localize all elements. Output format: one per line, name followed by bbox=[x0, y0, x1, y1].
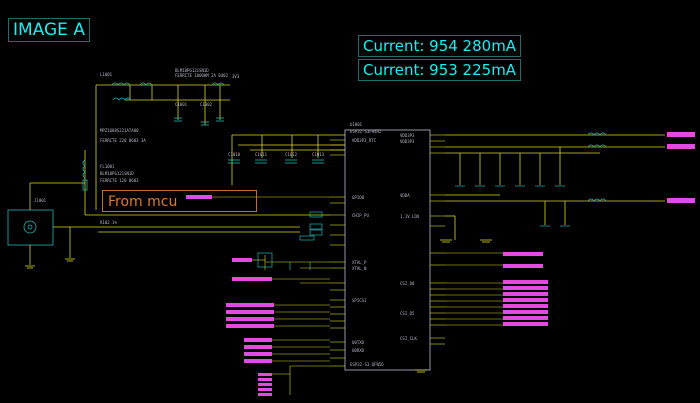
svg-text:C1001: C1001 bbox=[175, 102, 188, 107]
decoupling-caps-top bbox=[228, 159, 324, 164]
svg-text:XTAL_N: XTAL_N bbox=[352, 266, 367, 271]
ic-pins-right bbox=[430, 134, 445, 345]
right-supply bbox=[445, 134, 665, 240]
connector-wires bbox=[29, 214, 330, 265]
svg-text:CSI_CLK: CSI_CLK bbox=[400, 336, 417, 341]
gpio-wires-right bbox=[445, 252, 503, 326]
svg-text:U0TXD: U0TXD bbox=[352, 340, 365, 345]
inductors-top-left bbox=[82, 82, 225, 191]
ic-pin-labels: VDD3P3_RTC GPIO0 CHIP_PU XTAL_P XTAL_N S… bbox=[352, 133, 420, 353]
svg-text:BLM18PG121SN1D: BLM18PG121SN1D bbox=[100, 171, 134, 176]
current-reading-1: Current: 954 280mA bbox=[358, 35, 522, 57]
current-reading-2: Current: 953 225mA bbox=[358, 59, 522, 81]
svg-text:1.1V LDO: 1.1V LDO bbox=[400, 214, 420, 219]
net-labels-right bbox=[503, 132, 695, 326]
svg-text:FERRITE 220 0603 3A: FERRITE 220 0603 3A bbox=[100, 138, 146, 143]
svg-text:CSI_D0: CSI_D0 bbox=[400, 281, 415, 286]
usb-connector bbox=[7, 209, 54, 246]
svg-text:ESP32-S3 QFN56: ESP32-S3 QFN56 bbox=[350, 362, 384, 367]
svg-text:GPIO0: GPIO0 bbox=[352, 195, 365, 200]
svg-text:U1001: U1001 bbox=[350, 122, 363, 127]
svg-text:FERRITE 120 0603: FERRITE 120 0603 bbox=[100, 178, 139, 183]
svg-text:C1010: C1010 bbox=[228, 152, 241, 157]
crystal-area bbox=[257, 252, 311, 270]
svg-text:C1002: C1002 bbox=[200, 102, 213, 107]
svg-text:VDDA: VDDA bbox=[400, 193, 410, 198]
svg-text:FL1001: FL1001 bbox=[100, 164, 115, 169]
svg-text:VDD3P3_RTC: VDD3P3_RTC bbox=[352, 138, 377, 143]
svg-text:C1013: C1013 bbox=[312, 152, 325, 157]
series-resistors bbox=[299, 211, 323, 241]
right-caps bbox=[455, 185, 570, 227]
svg-text:VDD3P3: VDD3P3 bbox=[400, 139, 415, 144]
svg-text:L1001: L1001 bbox=[100, 72, 113, 77]
test-point-labels bbox=[258, 373, 272, 396]
caps-top-left bbox=[174, 117, 224, 126]
r-ref-left: R102 1% bbox=[100, 220, 117, 225]
from-mcu-callout: From mcu bbox=[102, 190, 257, 212]
cap-labels-top: C1010 C1011 C1012 C1013 bbox=[228, 152, 325, 157]
svg-text:VDD3P3: VDD3P3 bbox=[400, 133, 415, 138]
svg-text:C1011: C1011 bbox=[255, 152, 268, 157]
connector-ref: J1001 bbox=[34, 198, 47, 203]
svg-text:CHIP_PU: CHIP_PU bbox=[352, 213, 369, 218]
svg-text:XTAL_P: XTAL_P bbox=[352, 260, 367, 265]
svg-text:U0RXD: U0RXD bbox=[352, 348, 365, 353]
svg-text:3V3: 3V3 bbox=[232, 74, 240, 79]
svg-text:MPZ1608S221ATA00: MPZ1608S221ATA00 bbox=[100, 128, 139, 133]
svg-text:FERRITE 100OHM 2A 0402: FERRITE 100OHM 2A 0402 bbox=[175, 73, 229, 78]
main-ic: U1001 ESP32-S3FH4R2 ESP32-S3 QFN56 bbox=[344, 122, 431, 371]
svg-text:SPICS1: SPICS1 bbox=[352, 298, 367, 303]
svg-text:CSI_D5: CSI_D5 bbox=[400, 311, 415, 316]
image-label: IMAGE A bbox=[8, 18, 90, 42]
right-inductors bbox=[587, 132, 607, 202]
svg-text:ESP32-S3FH4R2: ESP32-S3FH4R2 bbox=[350, 129, 382, 134]
net-labels-left bbox=[186, 195, 274, 363]
svg-text:C1012: C1012 bbox=[285, 152, 298, 157]
ground-symbols-left bbox=[25, 258, 75, 269]
ground-symbols bbox=[415, 239, 492, 373]
svg-text:BLM18PG121SN1D: BLM18PG121SN1D bbox=[175, 68, 209, 73]
power-labels: L1001 BLM18PG121SN1D FERRITE 100OHM 2A 0… bbox=[100, 68, 240, 183]
gpio-wires-left bbox=[212, 196, 330, 395]
